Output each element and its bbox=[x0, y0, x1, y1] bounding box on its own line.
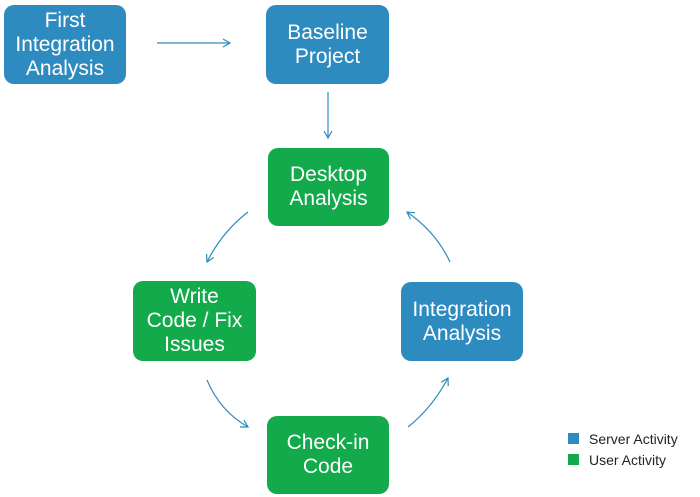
legend-item-user: User Activity bbox=[568, 449, 678, 470]
user-activity-swatch bbox=[568, 454, 579, 465]
arrow-write-to-checkin bbox=[206, 379, 250, 428]
desktop-analysis-node: Desktop Analysis bbox=[268, 148, 389, 226]
arrow-desktop-to-write bbox=[205, 211, 249, 264]
arrow-checkin-to-integration bbox=[407, 376, 449, 428]
legend-label-server: Server Activity bbox=[589, 430, 678, 447]
arrow-integration-to-desktop bbox=[406, 211, 451, 263]
baseline-project-node: Baseline Project bbox=[266, 5, 389, 84]
legend-label-user: User Activity bbox=[589, 451, 667, 468]
integration-analysis-node: Integration Analysis bbox=[401, 282, 523, 361]
server-activity-swatch bbox=[568, 433, 579, 444]
check-in-code-node: Check-in Code bbox=[267, 416, 389, 494]
legend-item-server: Server Activity bbox=[568, 428, 678, 449]
first-integration-analysis-node: First Integration Analysis bbox=[4, 5, 126, 84]
legend: Server Activity User Activity bbox=[568, 428, 678, 470]
write-code-fix-issues-node: Write Code / Fix Issues bbox=[133, 281, 256, 361]
